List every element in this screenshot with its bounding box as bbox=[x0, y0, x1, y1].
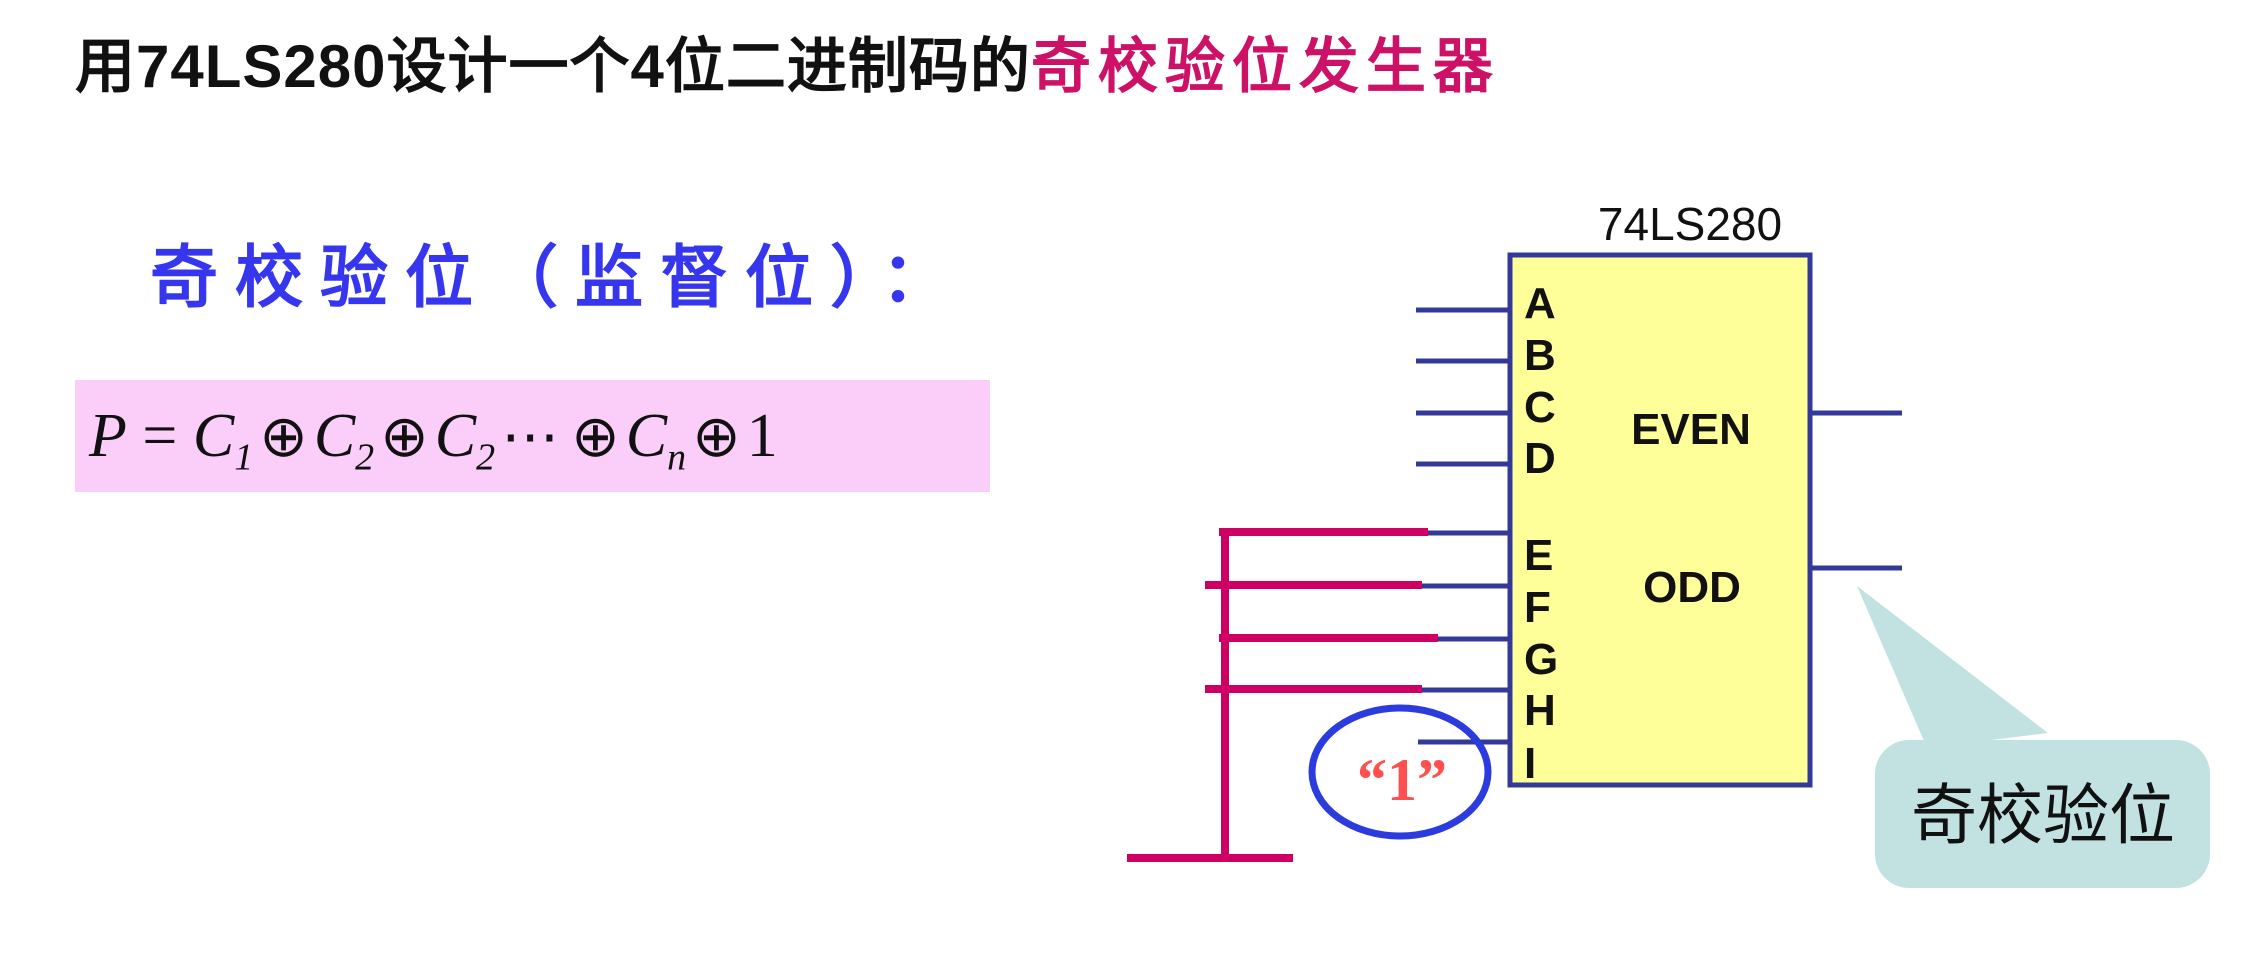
pin-label-b: B bbox=[1524, 331, 1556, 380]
pin-label-f: F bbox=[1524, 583, 1551, 632]
pin-label-g: G bbox=[1524, 635, 1558, 684]
ellipsis-symbol: ⋯ bbox=[501, 403, 560, 469]
formula-subn: n bbox=[667, 435, 687, 478]
title-text: 用74LS280设计一个4位二进制码的 bbox=[75, 33, 1031, 100]
pin-label-a: A bbox=[1524, 279, 1556, 328]
formula-sub3: 2 bbox=[476, 435, 496, 478]
formula-C3: C bbox=[434, 401, 477, 470]
chip-label: 74LS280 bbox=[1598, 198, 1782, 250]
pin-labels: A B C D E F G H I bbox=[1524, 279, 1558, 788]
formula-C1: C bbox=[192, 401, 235, 470]
xor-symbol: ⊕ bbox=[259, 403, 308, 469]
title-highlight-text: 奇校验位发生器 bbox=[1030, 33, 1500, 100]
xor-symbol: ⊕ bbox=[571, 403, 620, 469]
constant-one-label: “1” bbox=[1357, 747, 1447, 813]
slide-title: 用74LS280设计一个4位二进制码的奇校验位发生器 bbox=[75, 18, 1500, 105]
formula-sub1: 1 bbox=[234, 435, 254, 478]
formula-box: P = C1⊕C2⊕C2⋯⊕Cn⊕1 bbox=[75, 380, 990, 492]
parity-subtitle: 奇校验位（监督位）： bbox=[150, 240, 967, 316]
input-wires-efghi bbox=[1412, 530, 1512, 745]
constant-one-ellipse bbox=[1308, 704, 1492, 840]
formula-P: P bbox=[89, 401, 127, 470]
output-wires bbox=[1810, 410, 1902, 571]
xor-symbol: ⊕ bbox=[380, 403, 429, 469]
odd-label: ODD bbox=[1643, 563, 1741, 612]
formula-C2: C bbox=[313, 401, 356, 470]
callout-bubble bbox=[1875, 740, 2210, 888]
formula-sub2: 2 bbox=[355, 435, 375, 478]
input-wires-abcd bbox=[1416, 307, 1512, 467]
callout-label: 奇校验位 bbox=[1911, 780, 2175, 853]
xor-symbol: ⊕ bbox=[692, 403, 741, 469]
pin-label-d: D bbox=[1524, 434, 1556, 483]
pin-label-c: C bbox=[1524, 383, 1556, 432]
parity-formula: P = C1⊕C2⊕C2⋯⊕Cn⊕1 bbox=[89, 401, 778, 476]
even-label: EVEN bbox=[1631, 405, 1751, 454]
pin-label-h: H bbox=[1524, 686, 1556, 735]
formula-equals: = bbox=[142, 401, 178, 470]
ground-bus bbox=[1127, 528, 1438, 862]
pin-label-e: E bbox=[1524, 531, 1553, 580]
pin-label-i: I bbox=[1524, 739, 1536, 788]
formula-Cn: C bbox=[625, 401, 668, 470]
formula-one: 1 bbox=[746, 401, 778, 470]
chip-body bbox=[1507, 252, 1813, 788]
callout-tail bbox=[1857, 586, 2048, 748]
